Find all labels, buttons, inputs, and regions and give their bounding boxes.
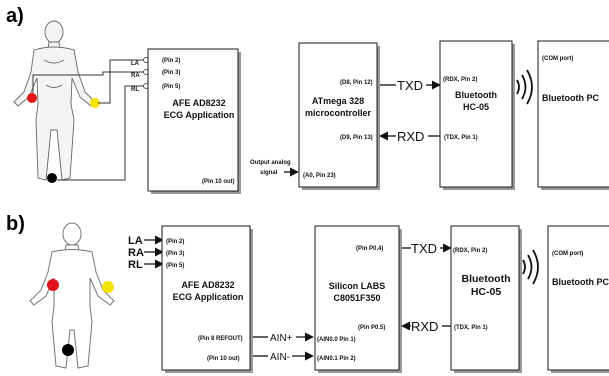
mcu-block-b — [314, 225, 402, 373]
mcu-a-title-1: ATmega 328 — [312, 96, 364, 106]
analog-note-2: signal — [260, 170, 278, 176]
afe-block-a — [147, 48, 241, 194]
bt-b-title-2: HC-05 — [471, 286, 502, 298]
electrode-black-a — [47, 173, 57, 183]
pc-a-com: (COM port) — [542, 56, 573, 62]
bluetooth-block-a — [439, 40, 515, 190]
afe-b-pin2: (Pin 2) — [166, 239, 184, 245]
mcu-a-title-2: microcontroller — [305, 108, 372, 118]
afe-a-pin3: (Pin 3) — [162, 70, 180, 76]
afe-a-pin5: (Pin 5) — [162, 84, 180, 90]
ain-minus-label: AIN- — [270, 352, 290, 363]
lead-rl-a: RL — [131, 87, 139, 93]
lead-rl-b: RL — [128, 259, 143, 271]
analog-note-1: Output analog — [250, 160, 291, 166]
pc-block-b — [547, 225, 609, 373]
afe-block-b — [161, 225, 253, 373]
electrode-yellow-a — [90, 98, 100, 108]
afe-b-pin5: (Pin 5) — [166, 263, 184, 269]
electrode-black-b — [62, 344, 74, 356]
lead-ra-b: RA — [128, 247, 144, 259]
mcu-block-a — [298, 42, 380, 190]
mcu-a-pin-rx: (D9, Pin 13) — [340, 135, 373, 141]
lead-wires-a — [32, 57, 149, 181]
txd-label-a: TXD — [397, 78, 423, 93]
bt-a-pin-rdx: (RDX, Pin 2) — [443, 77, 477, 83]
bt-a-title-1: Bluetooth — [455, 90, 497, 100]
afe-b-pin3: (Pin 3) — [166, 251, 184, 257]
bt-b-title-1: Bluetooth — [462, 273, 511, 285]
mcu-b-title-2: C8051F350 — [333, 293, 380, 303]
lead-la-b: LA — [128, 235, 143, 247]
electrode-yellow-b — [102, 281, 114, 293]
afe-a-pin2: (Pin 2) — [162, 58, 180, 64]
mcu-b-pin-ain0: (AIN0.0 Pin 1) — [317, 337, 356, 343]
bt-a-pin-tdx: (TDX, Pin 1) — [444, 135, 478, 141]
afe-b-pin10: (Pin 10 out) — [207, 356, 240, 362]
pc-block-a — [537, 40, 609, 190]
pc-b-title: Bluetooth PC — [552, 277, 609, 287]
mcu-a-pin-adc: (A0, Pin 23) — [303, 173, 336, 179]
mcu-b-pin-ain1: (AIN0.1 Pin 2) — [317, 356, 356, 362]
rxd-label-a: RXD — [397, 129, 424, 144]
human-figure-a — [13, 20, 96, 181]
bt-b-pin-rdx: (RDX, Pin 2) — [453, 248, 487, 254]
panel-a-label: a) — [6, 5, 24, 27]
mcu-a-pin-tx: (D8, Pin 12) — [340, 80, 373, 86]
pc-a-title: Bluetooth PC — [542, 93, 599, 103]
rxd-label-b: RXD — [411, 319, 438, 334]
mcu-b-pin-rx: (Pin P0.5) — [358, 325, 385, 331]
mcu-b-title-1: Silicon LABS — [329, 281, 386, 291]
txd-label-b: TXD — [411, 241, 437, 256]
bt-a-title-2: HC-05 — [463, 102, 489, 112]
afe-b-title-1: AFE AD8232 — [181, 280, 234, 290]
afe-a-title-1: AFE AD8232 — [172, 98, 225, 108]
afe-b-title-2: ECG Application — [173, 292, 244, 302]
afe-b-pin8: (Pin 8 REFOUT) — [198, 336, 243, 342]
bt-b-pin-tdx: (TDX, Pin 1) — [454, 325, 488, 331]
electrode-red-a — [27, 93, 37, 103]
bluetooth-block-b — [450, 225, 522, 373]
afe-a-title-2: ECG Application — [164, 110, 235, 120]
wireless-icon-b — [522, 249, 539, 285]
wireless-icon-a — [516, 69, 533, 105]
mcu-b-pin-tx: (Pin P0.4) — [356, 246, 383, 252]
ain-plus-label: AIN+ — [270, 333, 293, 344]
afe-a-pin10: (Pin 10 out) — [202, 179, 235, 185]
panel-b-label: b) — [6, 213, 25, 235]
lead-ra-a: RA — [131, 73, 140, 79]
pc-b-com: (COM port) — [552, 251, 583, 257]
lead-la-a: LA — [131, 61, 140, 67]
electrode-red-b — [47, 279, 59, 291]
